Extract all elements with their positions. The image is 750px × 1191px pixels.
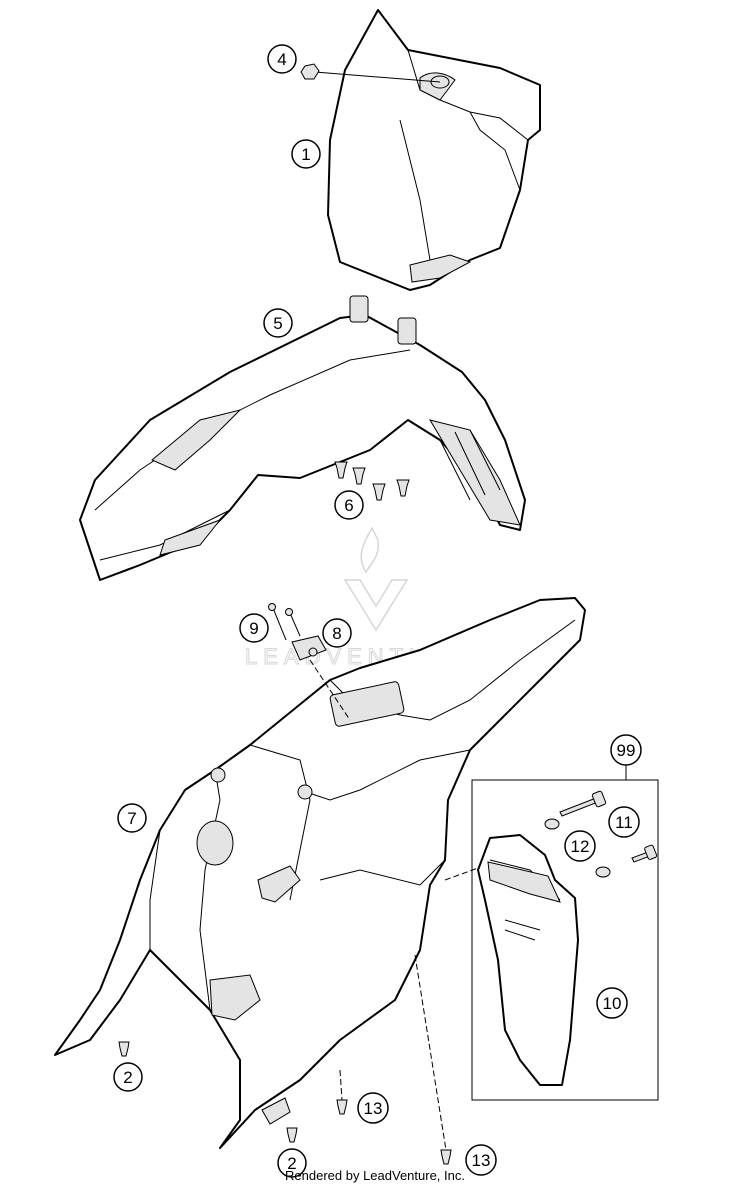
svg-text:9: 9 xyxy=(249,619,258,638)
svg-text:6: 6 xyxy=(344,496,353,515)
part-9-screws xyxy=(268,603,301,641)
part-2-screw-bottom xyxy=(286,1127,298,1143)
callout-6: 6 xyxy=(334,490,364,520)
leader-8-dashed xyxy=(309,659,351,721)
part-10-mud-flap xyxy=(477,834,579,1086)
svg-text:1: 1 xyxy=(301,145,310,164)
svg-text:2: 2 xyxy=(287,1154,296,1173)
footer-credit: Rendered by LeadVenture, Inc. xyxy=(285,1168,465,1183)
callout-9: 9 xyxy=(239,613,269,643)
svg-text:7: 7 xyxy=(127,809,136,828)
svg-text:99: 99 xyxy=(617,741,636,760)
part-4-nut xyxy=(300,63,320,80)
svg-text:11: 11 xyxy=(615,813,633,832)
svg-text:10: 10 xyxy=(603,994,622,1013)
part-6-fender-screws xyxy=(334,461,410,501)
part-13-screw-bottom xyxy=(440,1149,452,1165)
leader-13-mid-dashed xyxy=(339,1069,343,1101)
svg-text:12: 12 xyxy=(571,837,590,856)
part-7-rear-fender xyxy=(54,597,586,1149)
callout-7: 7 xyxy=(117,803,147,833)
callout-2-left: 2 xyxy=(113,1062,143,1092)
svg-text:13: 13 xyxy=(364,1099,383,1118)
part-5-front-fender xyxy=(79,295,526,581)
part-1-number-plate xyxy=(327,9,541,291)
callout-1: 1 xyxy=(291,139,321,169)
callout-13-mid: 13 xyxy=(357,1092,389,1124)
svg-text:4: 4 xyxy=(277,50,286,69)
leader-4 xyxy=(314,71,441,83)
callout-13-bottom: 13 xyxy=(465,1144,497,1176)
part-11-bolts xyxy=(559,790,658,863)
callout-10: 10 xyxy=(596,987,628,1019)
svg-text:5: 5 xyxy=(273,314,282,333)
callout-11: 11 xyxy=(608,806,640,838)
callout-2-bottom: 2 xyxy=(277,1148,307,1178)
svg-text:8: 8 xyxy=(332,624,341,643)
callout-12: 12 xyxy=(564,830,596,862)
leader-13-bottom-dashed xyxy=(414,954,447,1151)
part-13-screw-mid xyxy=(336,1099,348,1115)
callout-99: 99 xyxy=(610,734,642,766)
kit-99-box xyxy=(471,779,659,1101)
callout-4: 4 xyxy=(267,44,297,74)
callout-5: 5 xyxy=(263,308,293,338)
part-2-screw-left xyxy=(118,1041,130,1057)
callout-8: 8 xyxy=(322,618,352,648)
svg-text:2: 2 xyxy=(123,1068,132,1087)
part-8-bracket xyxy=(291,635,327,661)
part-12-nuts xyxy=(544,818,611,878)
svg-text:13: 13 xyxy=(472,1151,491,1170)
